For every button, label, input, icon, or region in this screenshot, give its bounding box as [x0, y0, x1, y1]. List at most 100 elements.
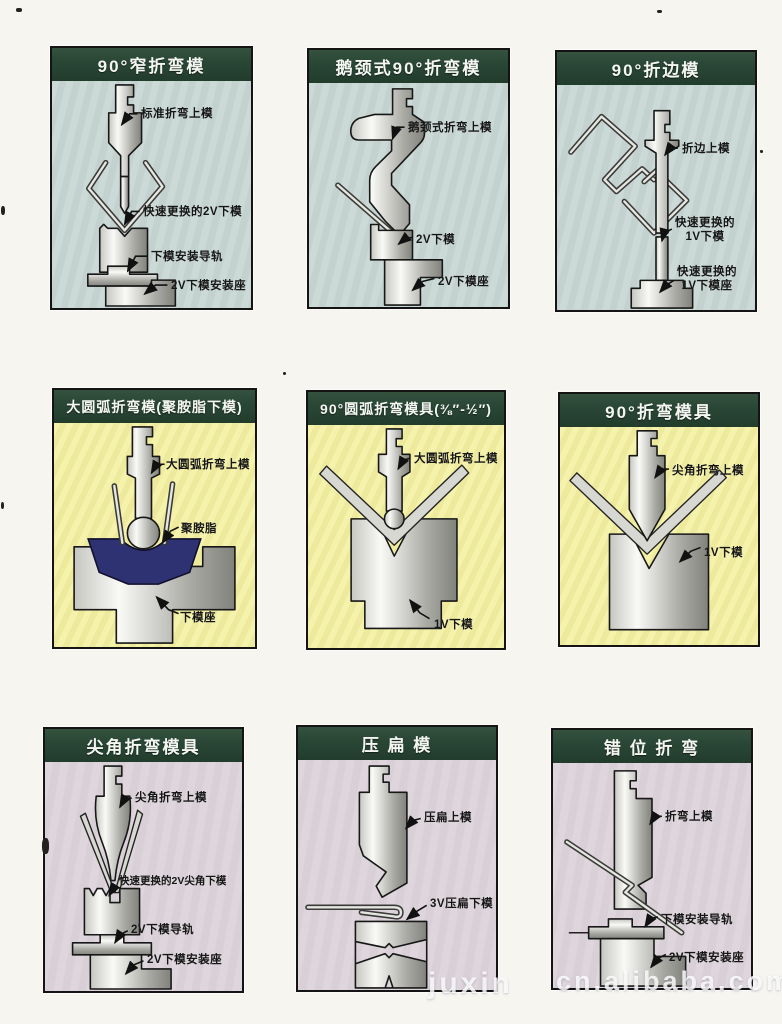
panel-body: 大圆弧折弯上模 1V下模 — [308, 425, 504, 648]
punch-ball-tip — [383, 508, 405, 530]
part-label: 1V下模 — [434, 619, 474, 631]
panel-body: 折边上模 快速更换的 1V下模 快速更换的 1V下模座 — [557, 85, 755, 310]
bent-workpiece-inline — [569, 115, 656, 193]
part-label: 2V下模 — [416, 234, 456, 246]
leader-line — [678, 546, 701, 563]
panel-body: 尖角折弯上模 1V下模 — [560, 427, 758, 645]
bent-sheet-shape — [319, 464, 470, 546]
panel-title-bar: 90°折弯模具 — [560, 394, 758, 429]
die-illustration — [86, 84, 177, 307]
leader-line — [114, 928, 129, 945]
punch-ball-tip — [126, 516, 161, 550]
part-label: 聚胺脂 — [181, 523, 217, 535]
panel-title: 尖角折弯模具 — [86, 738, 201, 757]
part-label: 1V下模 — [704, 547, 744, 559]
leader-line — [120, 111, 138, 127]
panel-title-bar: 错 位 折 弯 — [553, 730, 751, 765]
workpiece-edge-inline — [113, 484, 124, 545]
leader-line — [659, 227, 673, 243]
panel-title: 90°圆弧折弯模具(⅜″-½″) — [320, 400, 492, 417]
mounting-rail-shape — [71, 933, 153, 956]
leader-line — [649, 810, 662, 826]
part-label: 大圆弧折弯上模 — [166, 459, 250, 471]
leader-line — [397, 455, 411, 471]
part-label: 大圆弧折弯上模 — [414, 453, 498, 465]
bent-workpiece-inline — [87, 161, 164, 232]
panel-body: 标准折弯上模 快速更换的2V下模 下模安装导轨 2V下模安装座 — [52, 81, 251, 308]
part-label: 快速更换的2V下模 — [143, 206, 243, 218]
leader-line — [408, 598, 430, 620]
leader-line — [161, 526, 179, 545]
die-illustration — [71, 765, 172, 990]
scan-speck — [283, 372, 286, 375]
part-label: 快速更换的 1V下模 — [675, 217, 735, 244]
panel-title: 压 扁 模 — [361, 736, 433, 755]
panel-title-bar: 鹅颈式90°折弯模 — [309, 50, 508, 85]
mounting-base-shape — [599, 937, 687, 987]
panel-90-hemming-die: 90°折边模 折边上模 快速更换的 1V下模 快速更换的 1V下模座 — [555, 50, 757, 312]
die-illustration — [319, 428, 470, 630]
panel-offset-bend-die: 错 位 折 弯 折弯上模 下模安装导轨 2V下模安装座 — [551, 728, 753, 990]
panel-body: 折弯上模 下模安装导轨 2V下模安装座 — [553, 763, 751, 988]
leader-line — [654, 464, 669, 479]
leader-line — [658, 279, 675, 294]
part-label: 鹅颈式折弯上模 — [408, 122, 492, 134]
part-label: 快速更换的 1V下模座 — [677, 266, 737, 293]
bent-workpiece-inline — [623, 169, 688, 235]
part-label: 2V下模安装座 — [669, 952, 745, 964]
panel-large-radius-die: 大圆弧折弯模(聚胺脂下模) 大圆弧折弯上模 聚胺脂 下模座 — [52, 388, 257, 649]
panel-body: 鹅颈式折弯上模 2V下模 2V下模座 — [309, 83, 508, 307]
panel-90-narrow-bend-die: 90°窄折弯模 标准折弯上模 快速更换的2V下模 下模安装导轨 2V下模安装座 — [50, 46, 253, 310]
die-illustration — [564, 770, 687, 987]
panel-title-bar: 90°窄折弯模 — [52, 48, 251, 83]
leader-line — [155, 595, 179, 615]
leader-line — [650, 953, 667, 969]
part-label: 折边上模 — [682, 143, 730, 155]
panel-acute-angle-die-set: 尖角折弯模具 尖角折弯上模 快速更换的2V尖角下模 2V下模导轨 2V下模安装座 — [43, 727, 244, 993]
panel-title: 大圆弧折弯模(聚胺脂下模) — [66, 398, 243, 415]
panel-title: 鹅颈式90°折弯模 — [335, 59, 482, 78]
scan-speck — [42, 838, 49, 854]
scan-speck — [16, 8, 22, 12]
panel-90-radius-bend-die: 90°圆弧折弯模具(⅜″-½″) 大圆弧折弯上模 1V下模 — [306, 390, 506, 650]
leader-line — [391, 125, 405, 141]
part-label: 尖角折弯上模 — [135, 792, 207, 804]
lower-die-shape — [608, 533, 710, 631]
offset-punch-shape — [613, 770, 653, 910]
bent-workpiece-outline — [568, 113, 657, 195]
panel-title-bar: 90°圆弧折弯模具(⅜″-½″) — [308, 392, 504, 427]
radius-punch-shape — [126, 426, 161, 520]
leader-line — [644, 913, 659, 929]
die-holder-shape — [383, 259, 444, 306]
part-label: 下模座 — [180, 612, 216, 624]
part-label: 2V下模安装座 — [147, 954, 223, 966]
part-label: 尖角折弯上模 — [672, 465, 744, 477]
panel-title: 90°窄折弯模 — [97, 57, 206, 76]
leader-line — [143, 281, 168, 296]
scan-speck — [760, 150, 763, 153]
lower-die-stem-shape — [655, 236, 669, 282]
flattened-hem-inline — [306, 906, 403, 919]
die-illustration — [569, 430, 728, 631]
leader-line — [405, 904, 428, 921]
part-label: 3V压扁下模 — [430, 898, 494, 910]
leader-line — [119, 793, 132, 809]
polyurethane-pad-shape — [87, 538, 202, 585]
leader-line — [411, 277, 435, 292]
panel-body: 压扁上模 3V压扁下模 — [298, 760, 496, 990]
part-label: 2V下模座 — [438, 276, 490, 288]
part-label: 2V下模导轨 — [131, 924, 195, 936]
panel-body: 尖角折弯上模 快速更换的2V尖角下模 2V下模导轨 2V下模安装座 — [45, 762, 242, 991]
radius-punch-shape — [377, 428, 411, 512]
mounting-rail-shape — [587, 918, 665, 940]
die-illustration — [305, 765, 428, 989]
panel-title-bar: 90°折边模 — [557, 52, 755, 87]
gooseneck-punch-shape — [349, 88, 426, 237]
panel-title: 90°折边模 — [611, 61, 701, 80]
flattening-punch-shape — [358, 765, 408, 898]
panel-title: 90°折弯模具 — [605, 403, 713, 422]
die-illustration — [568, 109, 694, 309]
die-illustration — [73, 426, 236, 644]
bent-sheet-shape — [569, 469, 728, 555]
part-label: 压扁上模 — [424, 812, 472, 824]
